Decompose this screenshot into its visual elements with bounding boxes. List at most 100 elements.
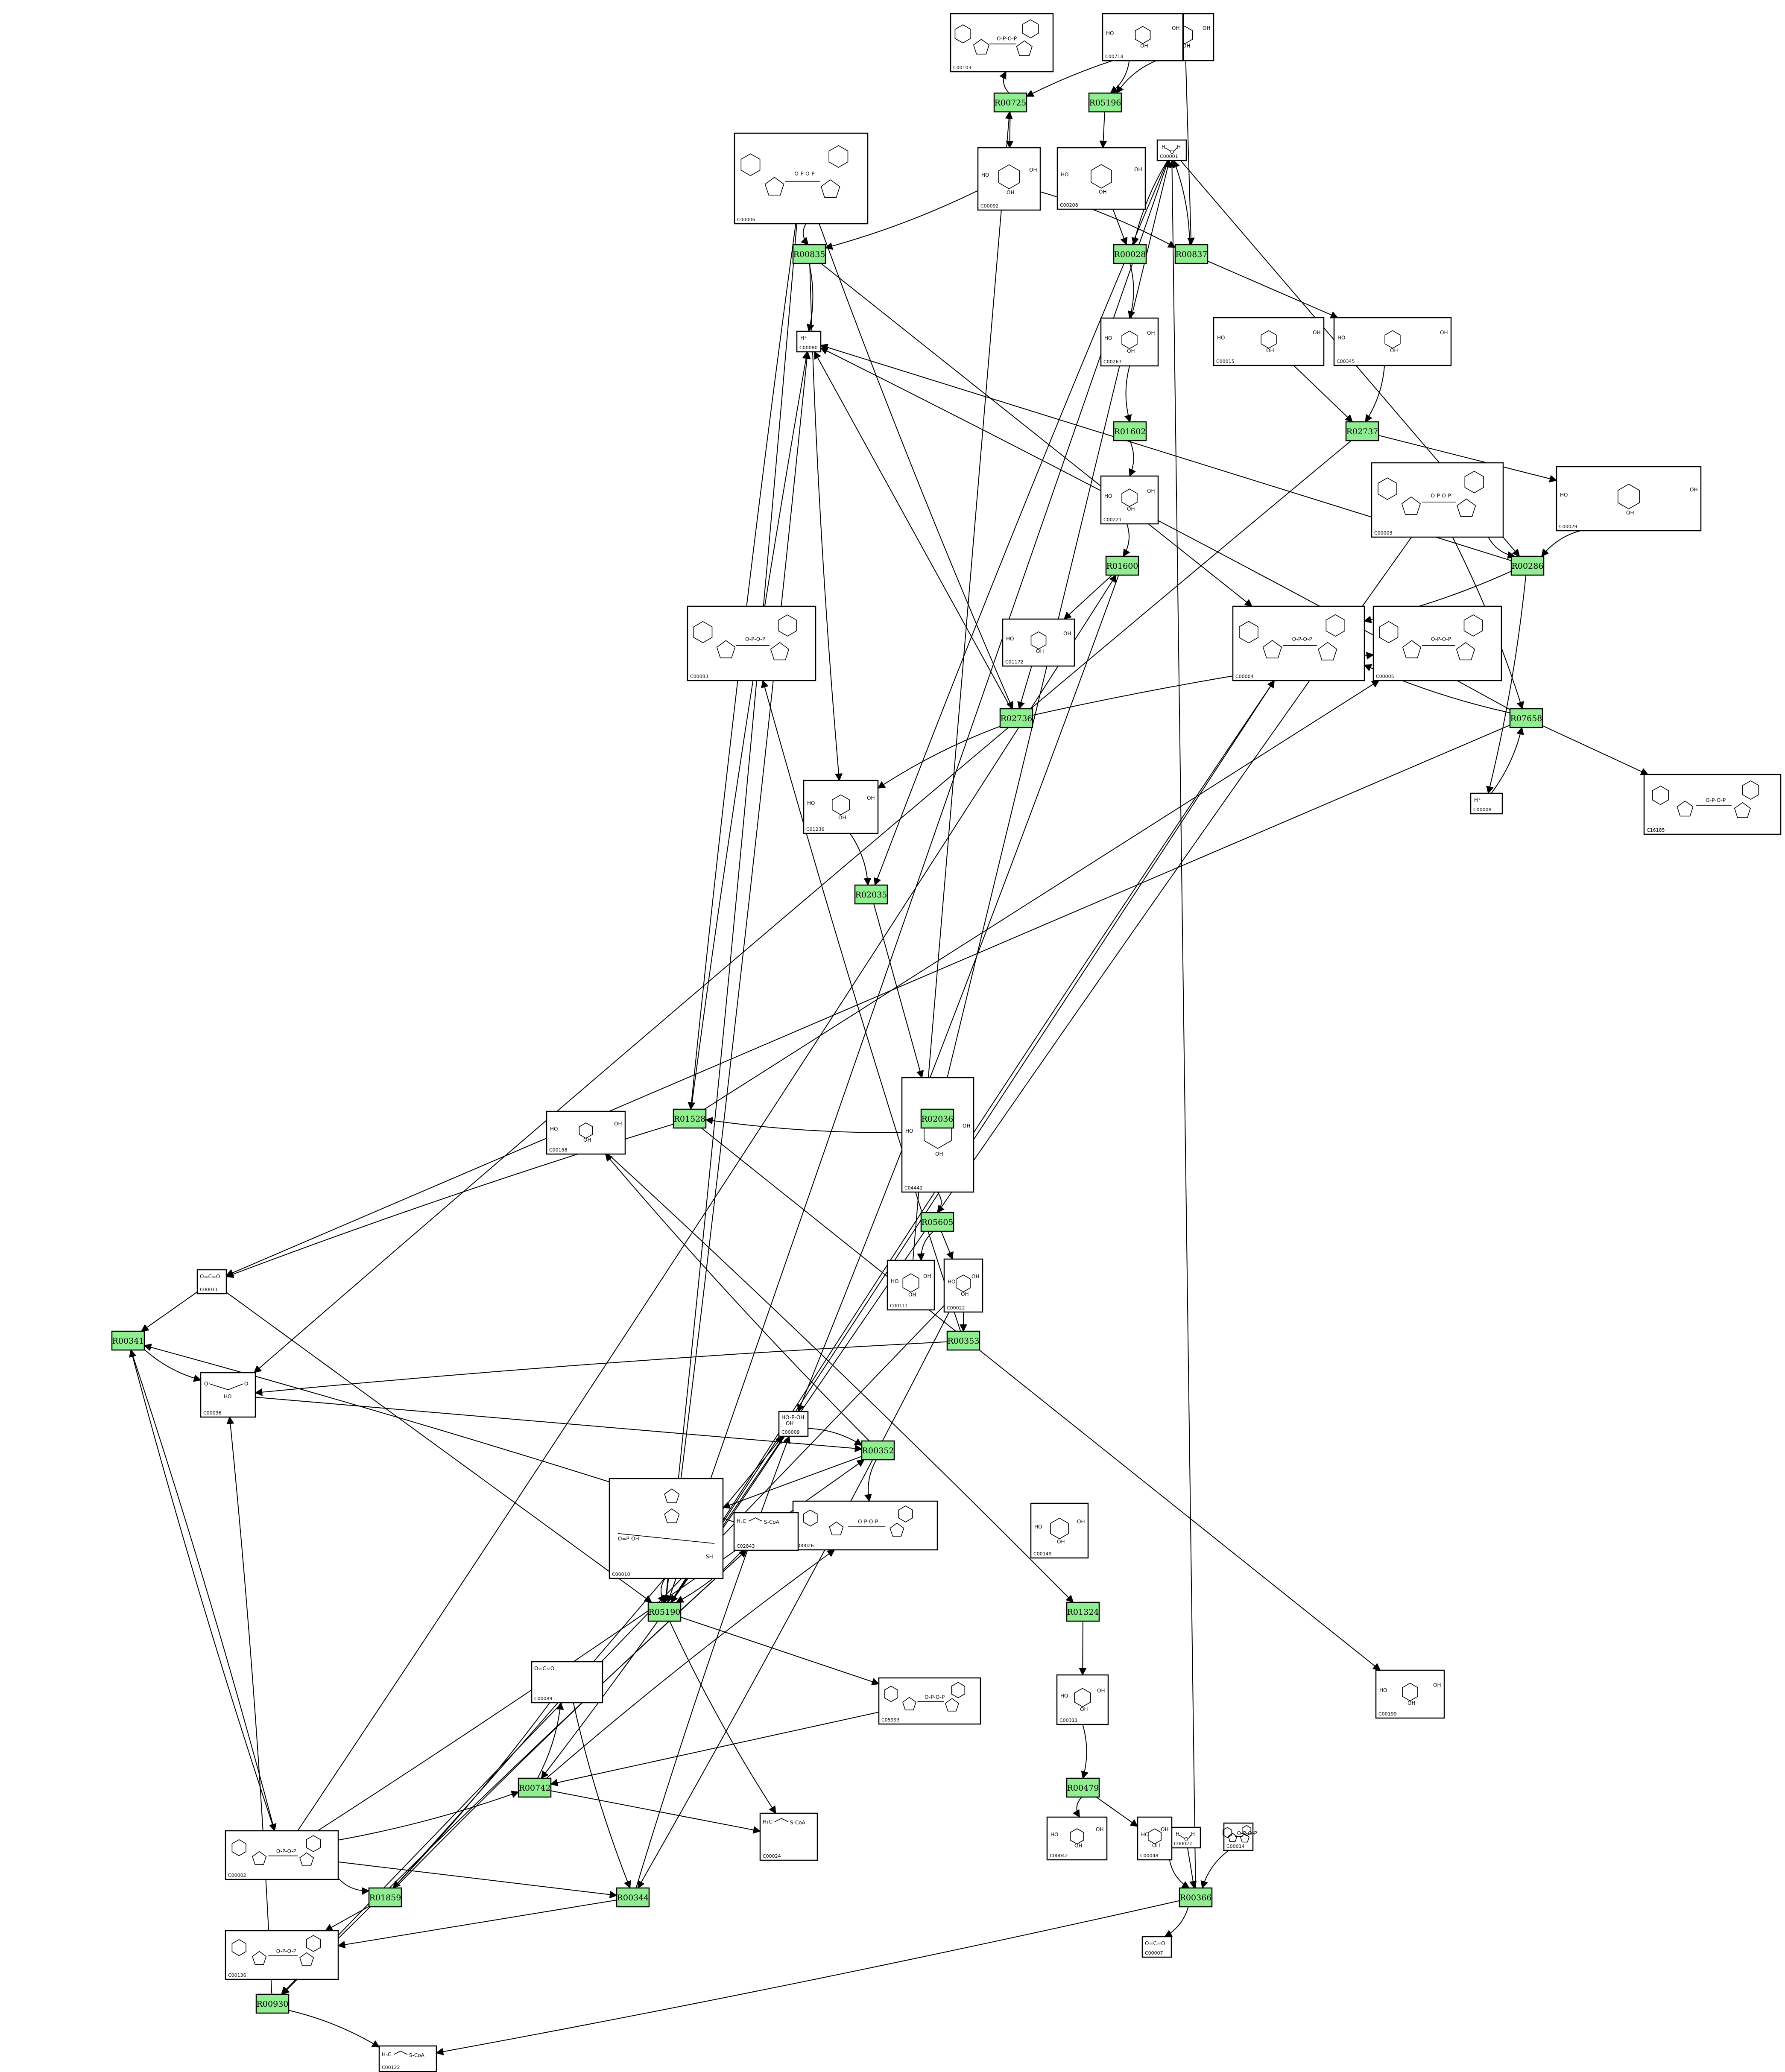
svg-text:OH: OH xyxy=(1690,487,1697,493)
pathway-edge xyxy=(546,1549,835,1779)
reaction-node[interactable]: R00930 xyxy=(255,1993,290,2014)
svg-text:HO: HO xyxy=(981,172,989,178)
reaction-node[interactable]: R02036 xyxy=(920,1108,954,1129)
svg-text:S-CoA: S-CoA xyxy=(790,1820,806,1826)
pathway-edge xyxy=(665,351,811,1603)
reaction-node[interactable]: R00725 xyxy=(993,92,1027,113)
pathway-edge xyxy=(537,1702,564,1779)
reaction-id-label: R00725 xyxy=(995,98,1027,108)
svg-text:OH: OH xyxy=(1408,1700,1415,1706)
reaction-node[interactable]: R07658 xyxy=(1509,708,1543,728)
reaction-node[interactable]: R02736 xyxy=(999,708,1033,728)
reaction-node[interactable]: R01528 xyxy=(673,1108,707,1129)
pathway-edge xyxy=(1017,666,1032,710)
reaction-node[interactable]: R05196 xyxy=(1088,92,1122,113)
reaction-node[interactable]: R00837 xyxy=(1174,244,1209,264)
svg-text:HO: HO xyxy=(1379,1687,1387,1693)
reaction-id-label: R00352 xyxy=(862,1446,894,1455)
reaction-id-label: R02036 xyxy=(922,1114,954,1124)
svg-text:HO: HO xyxy=(1060,1693,1068,1699)
pathway-edge xyxy=(338,1791,519,1841)
reaction-node[interactable]: R05190 xyxy=(647,1601,682,1622)
reaction-node[interactable]: R05605 xyxy=(920,1212,954,1232)
compound-node[interactable]: H⁺C00008 xyxy=(1470,792,1503,815)
reaction-node[interactable]: R00286 xyxy=(1510,555,1545,576)
pathway-edge xyxy=(814,351,1012,709)
compound-node[interactable]: HO OH OH C00199 xyxy=(1375,1669,1445,1719)
reaction-node[interactable]: R01600 xyxy=(1105,555,1139,576)
svg-text:OH: OH xyxy=(614,1121,622,1127)
reaction-node[interactable]: R00341 xyxy=(111,1330,145,1351)
compound-id-label: C00199 xyxy=(1378,1711,1397,1717)
reaction-node[interactable]: R01602 xyxy=(1113,421,1147,441)
reaction-node[interactable]: R00835 xyxy=(792,244,826,264)
pathway-edge xyxy=(1063,575,1112,620)
svg-text:OH: OH xyxy=(1433,1682,1441,1688)
reaction-id-label: R00344 xyxy=(617,1893,649,1902)
reaction-node[interactable]: R01324 xyxy=(1066,1601,1100,1622)
svg-text:OH: OH xyxy=(1152,1843,1160,1849)
reaction-node[interactable]: R02737 xyxy=(1345,421,1379,441)
reaction-node[interactable]: R00366 xyxy=(1179,1887,1213,1908)
reaction-node[interactable]: R00028 xyxy=(1113,244,1147,264)
reaction-node[interactable]: R02035 xyxy=(854,884,888,905)
pathway-edge xyxy=(874,160,1168,886)
reaction-node[interactable]: R00352 xyxy=(861,1440,895,1461)
svg-text:O: O xyxy=(1170,149,1174,155)
pathway-edge xyxy=(666,160,1169,1603)
reaction-node[interactable]: R01859 xyxy=(368,1887,402,1908)
svg-text:O-P-O-P: O-P-O-P xyxy=(1706,798,1726,804)
svg-text:OH: OH xyxy=(786,1420,793,1426)
reaction-node[interactable]: R00353 xyxy=(946,1330,980,1351)
compound-node[interactable]: H⁺C00080 xyxy=(796,330,822,353)
reaction-node[interactable]: R00344 xyxy=(616,1887,650,1908)
svg-text:H: H xyxy=(1162,144,1165,150)
svg-text:HO: HO xyxy=(1217,335,1225,341)
reaction-node[interactable]: R00742 xyxy=(518,1777,552,1798)
pathway-edge xyxy=(1541,530,1581,557)
reaction-node[interactable]: R00479 xyxy=(1066,1777,1100,1798)
pathway-edge xyxy=(797,575,1119,1412)
